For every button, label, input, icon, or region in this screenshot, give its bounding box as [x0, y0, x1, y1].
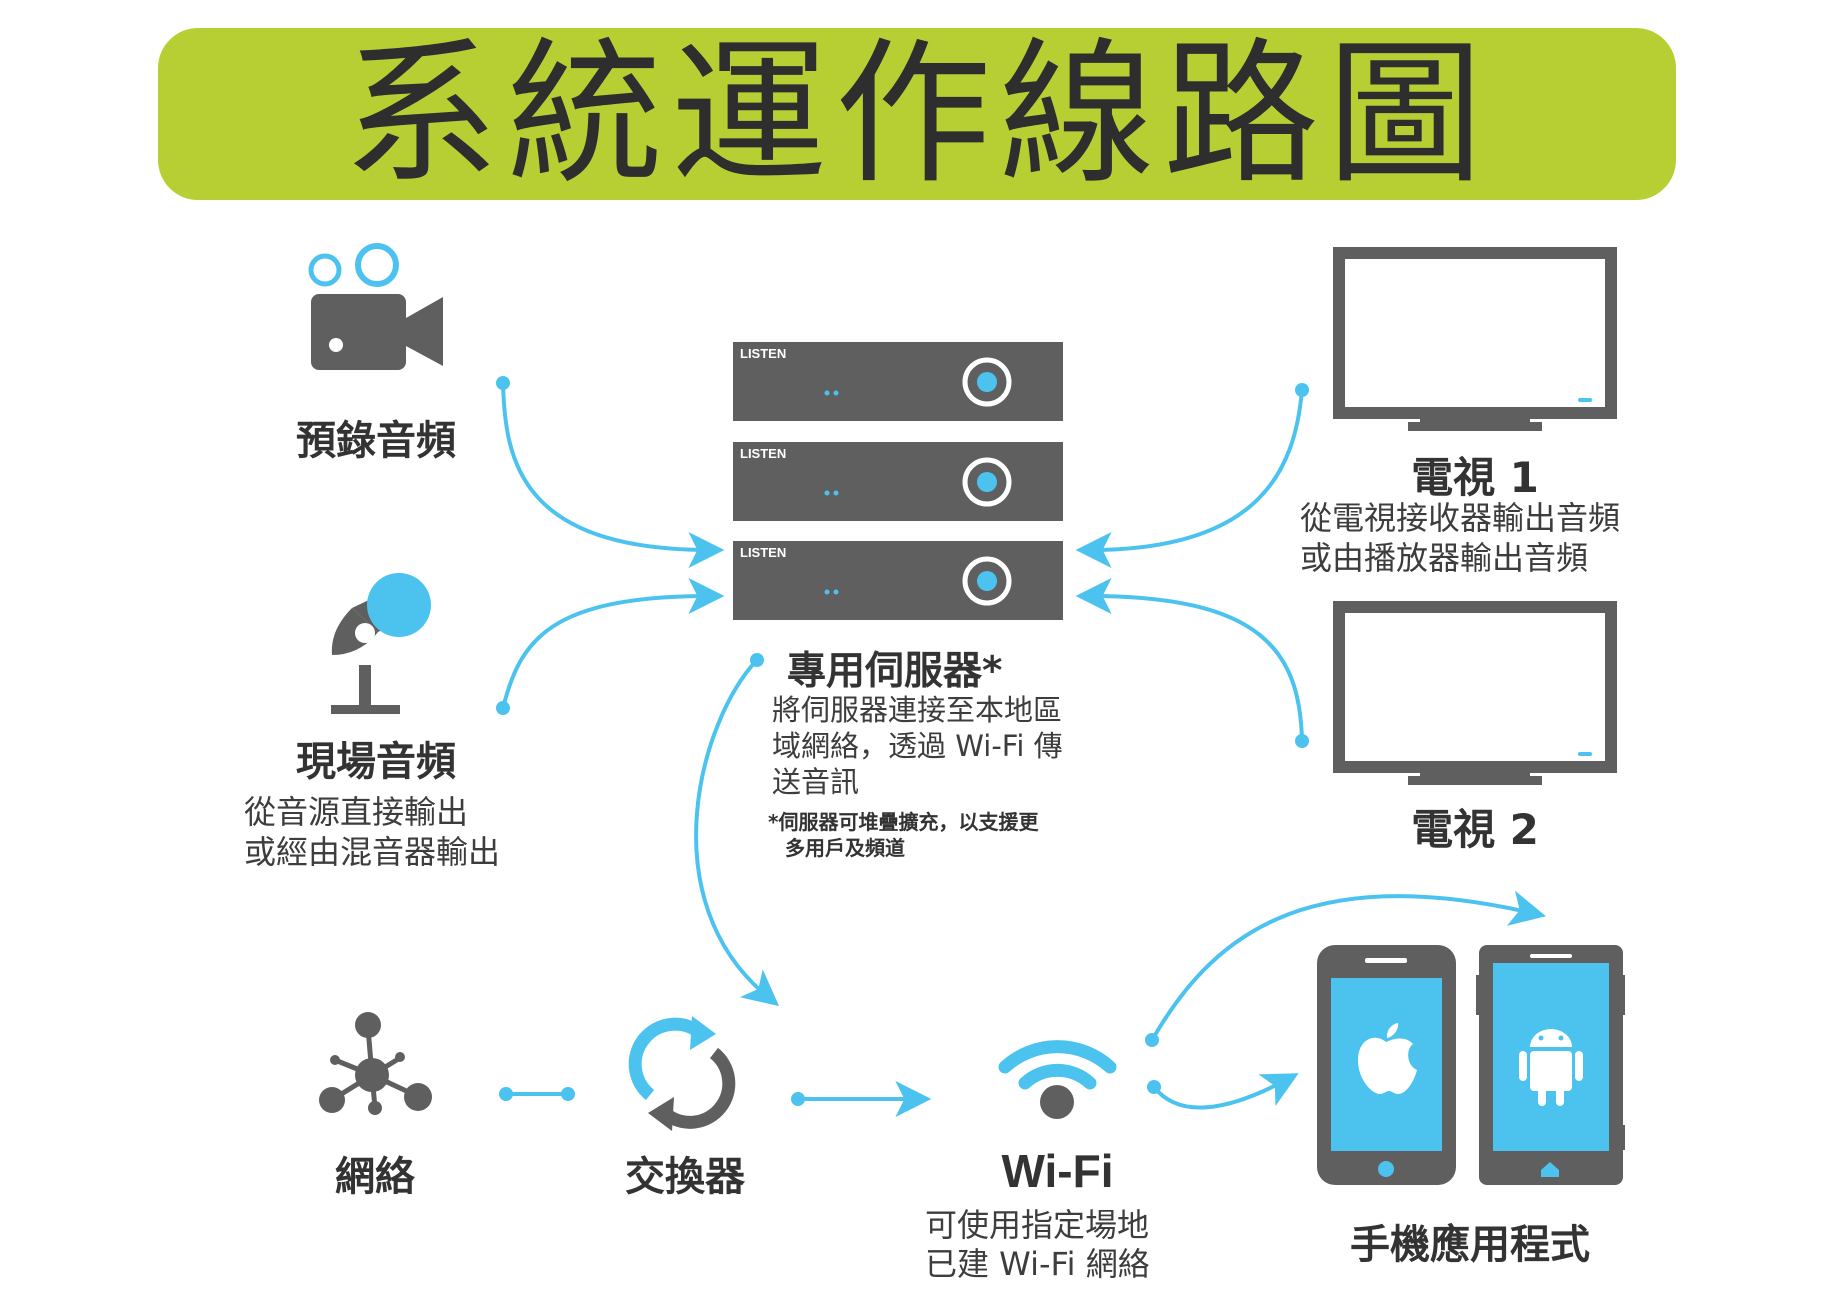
connector-tv1-to-server: [1075, 389, 1304, 568]
wifi-desc-line1: 可使用指定場地: [925, 1206, 1150, 1244]
live-audio-label: 現場音頻: [296, 739, 456, 785]
wifi-label: Wi-Fi: [1001, 1145, 1114, 1197]
server-unit: LISTEN: [733, 342, 1063, 421]
refresh-cycle-icon: [628, 1016, 736, 1131]
connector-server-to-switch: [694, 658, 780, 1007]
connector-tv2-to-server: [1075, 578, 1304, 742]
wifi-icon: [998, 1040, 1117, 1119]
television-icon: [1333, 601, 1617, 785]
server-desc-line2: 域網絡，透過 Wi-Fi 傳: [772, 729, 1063, 763]
mobile-app-label: 手機應用程式: [1350, 1222, 1590, 1268]
connections: [501, 382, 1547, 1117]
connector-live-to-server: [501, 578, 725, 709]
network-label: 網絡: [335, 1154, 415, 1200]
connector-wifi-to-iphone: [1152, 1073, 1299, 1110]
video-camera-icon: [308, 243, 443, 370]
server-brand: LISTEN: [740, 446, 786, 461]
iphone-device: [1317, 945, 1456, 1185]
server-desc-line3: 送音訊: [772, 765, 860, 799]
apple-logo-icon: [1358, 1023, 1417, 1094]
server-brand: LISTEN: [740, 346, 786, 361]
android-phone-device: [1476, 945, 1625, 1185]
server-brand: LISTEN: [740, 545, 786, 560]
prerecorded-audio-label: 預錄音頻: [296, 418, 456, 464]
live-audio-desc-line1: 從音源直接輸出: [244, 793, 469, 831]
server-unit: LISTEN: [733, 541, 1063, 620]
title-banner: [158, 28, 1676, 200]
server-desc-line1: 將伺服器連接至本地區: [772, 693, 1063, 727]
android-logo-icon: [1519, 1029, 1583, 1106]
tv1-label: 電視 1: [1411, 453, 1539, 502]
server-stack: LISTEN LISTEN LISTEN: [733, 342, 1063, 620]
microphone-icon: [331, 573, 431, 714]
server-note-line1: *伺服器可堆疊擴充，以支援更: [768, 810, 1039, 834]
page-title: 系統運作線路圖: [343, 23, 1491, 205]
tv2-label: 電視 2: [1411, 805, 1539, 854]
tv1-desc-line1: 從電視接收器輸出音頻: [1300, 499, 1621, 537]
connector-dots: [496, 376, 1309, 1106]
wifi-desc-line2: 已建 Wi-Fi 網絡: [925, 1245, 1150, 1283]
server-unit: LISTEN: [733, 442, 1063, 521]
tv1-desc-line2: 或由播放器輸出音頻: [1300, 539, 1589, 577]
television-icon: [1333, 247, 1617, 431]
network-hub-icon: [319, 1012, 432, 1115]
server-note-line2: 多用戶及頻道: [785, 836, 905, 860]
connector-wifi-to-android: [1150, 890, 1547, 1042]
connector-prerecorded-to-server: [501, 382, 725, 568]
switch-label: 交換器: [625, 1154, 745, 1200]
server-label: 專用伺服器*: [787, 649, 1003, 694]
live-audio-desc-line2: 或經由混音器輸出: [244, 833, 501, 871]
